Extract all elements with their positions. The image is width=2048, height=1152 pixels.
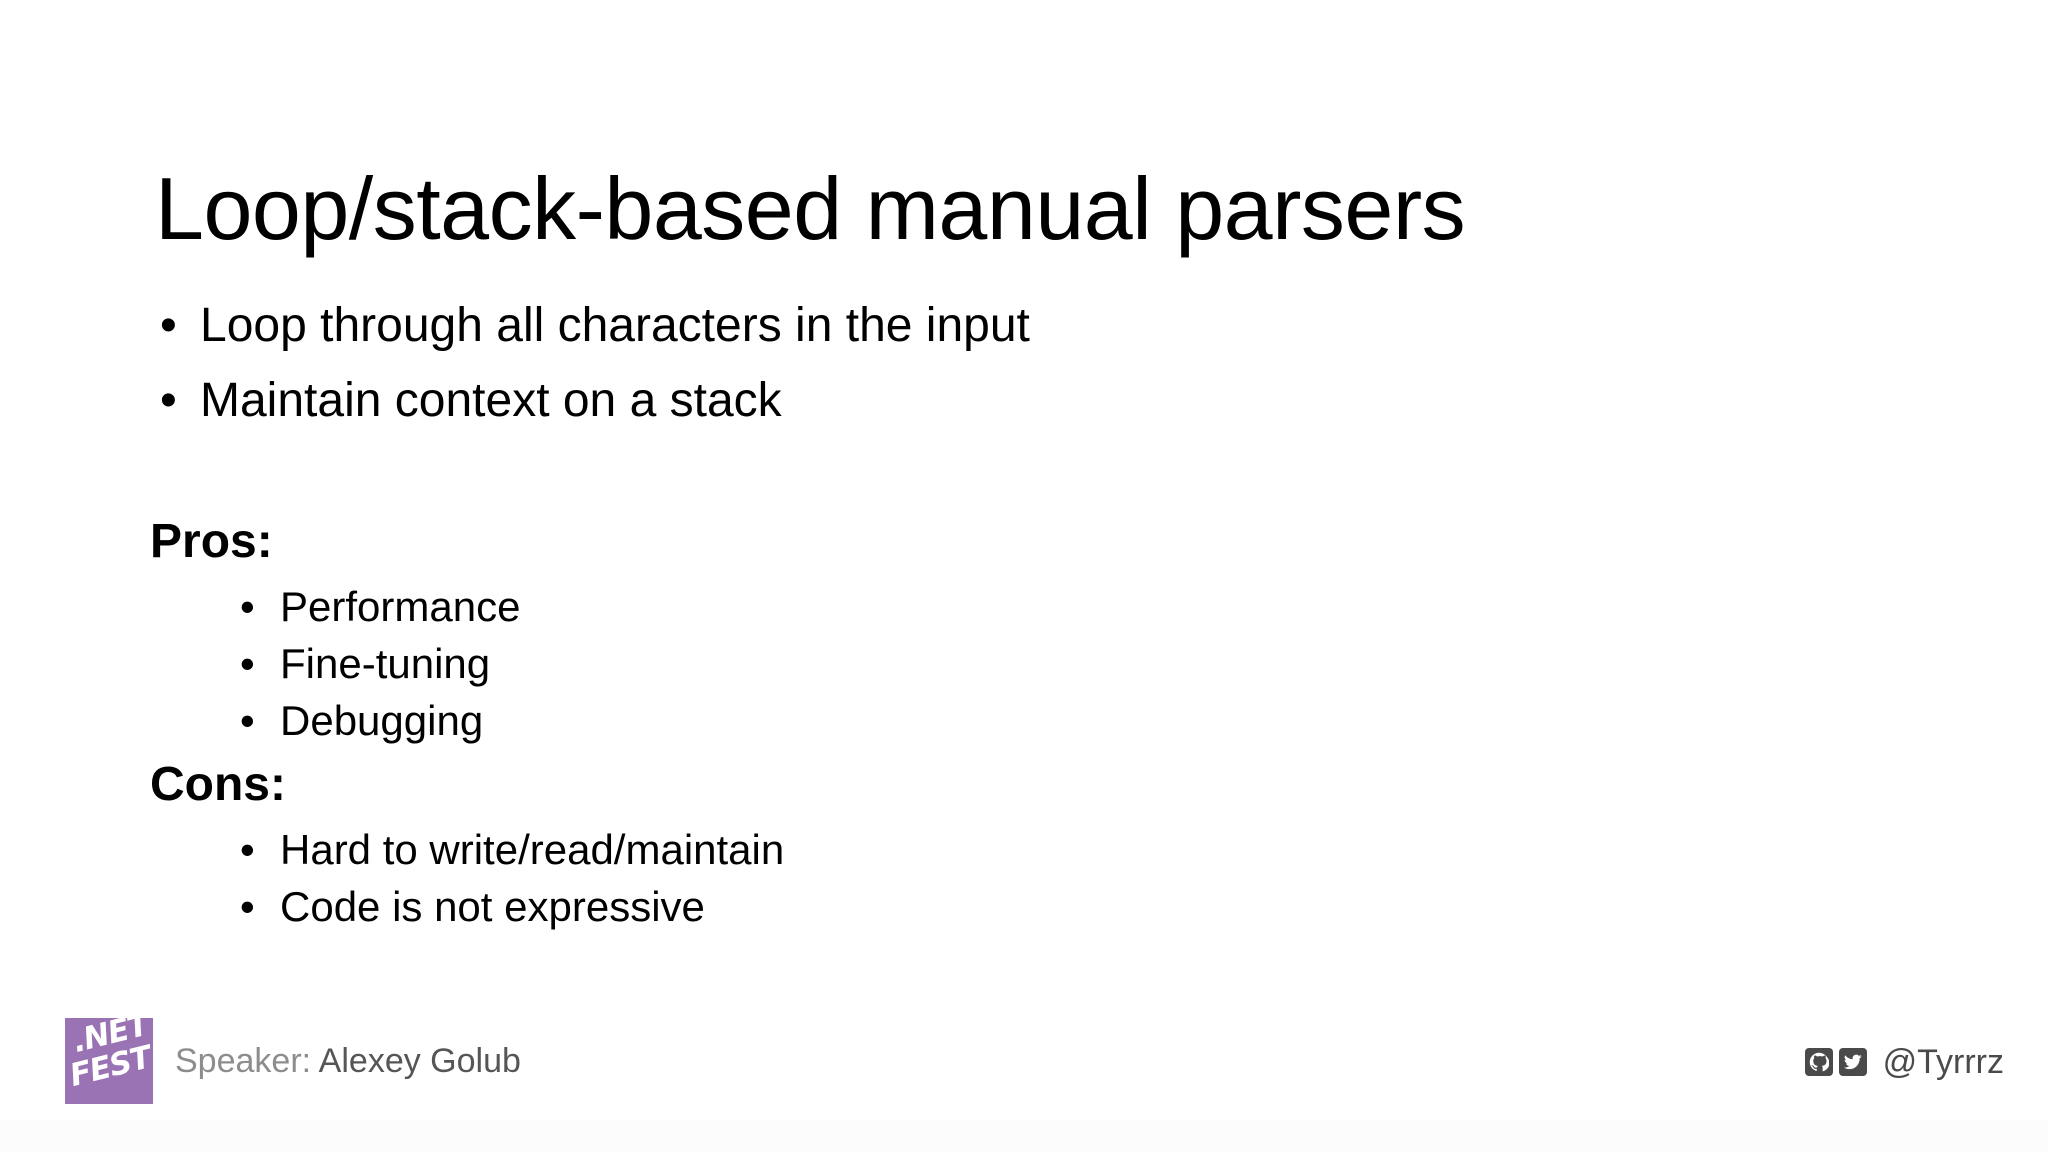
slide-body: • Loop through all characters in the inp… [150, 288, 1910, 935]
list-item-label: Performance [280, 583, 521, 630]
cons-section: Cons: • Hard to write/read/maintain • Co… [150, 749, 1910, 935]
list-item-label: Code is not expressive [280, 883, 705, 930]
bullet-marker-icon: • [240, 697, 255, 744]
cons-heading: Cons: [150, 758, 286, 811]
list-item-label: Hard to write/read/maintain [280, 826, 785, 873]
speaker-info: Speaker: Alexey Golub [175, 1018, 521, 1104]
top-level-bullet-list: • Loop through all characters in the inp… [150, 288, 1910, 438]
footer-social-group: @Tyrrrz [1804, 1040, 2004, 1084]
list-item: • Maintain context on a stack [150, 363, 1910, 438]
list-item: • Performance [150, 578, 1910, 635]
list-item: • Loop through all characters in the inp… [150, 288, 1910, 363]
list-item: • Debugging [150, 692, 1910, 749]
dotnet-fest-logo: .NET FEST [65, 1018, 153, 1104]
list-item-label: Fine-tuning [280, 640, 491, 687]
list-item-label: Debugging [280, 697, 484, 744]
bullet-marker-icon: • [160, 299, 177, 352]
twitter-icon[interactable] [1838, 1048, 1867, 1076]
cons-list: • Hard to write/read/maintain • Code is … [150, 821, 1910, 935]
footer-bar [0, 1120, 2048, 1152]
list-item-label: Loop through all characters in the input [200, 299, 1030, 352]
list-item: • Fine-tuning [150, 635, 1910, 692]
pros-heading: Pros: [150, 515, 273, 568]
page-title: Loop/stack-based manual parsers [155, 158, 1466, 258]
pros-section: Pros: • Performance • Fine-tuning • Debu… [150, 506, 1910, 749]
list-item: • Code is not expressive [150, 878, 1910, 935]
pros-list: • Performance • Fine-tuning • Debugging [150, 578, 1910, 749]
github-icon[interactable] [1804, 1048, 1833, 1076]
list-item-label: Maintain context on a stack [200, 374, 782, 427]
list-item: • Hard to write/read/maintain [150, 821, 1910, 878]
social-handle: @Tyrrrz [1882, 1043, 2004, 1081]
bullet-marker-icon: • [160, 374, 177, 427]
body-spacer [150, 438, 1910, 506]
bullet-marker-icon: • [240, 583, 255, 630]
footer-left-group: .NET FEST Speaker: Alexey Golub [65, 1018, 521, 1104]
speaker-name: Alexey Golub [318, 1042, 521, 1080]
bullet-marker-icon: • [240, 883, 255, 930]
speaker-label: Speaker: [175, 1042, 312, 1080]
bullet-marker-icon: • [240, 826, 255, 873]
bullet-marker-icon: • [240, 640, 255, 687]
